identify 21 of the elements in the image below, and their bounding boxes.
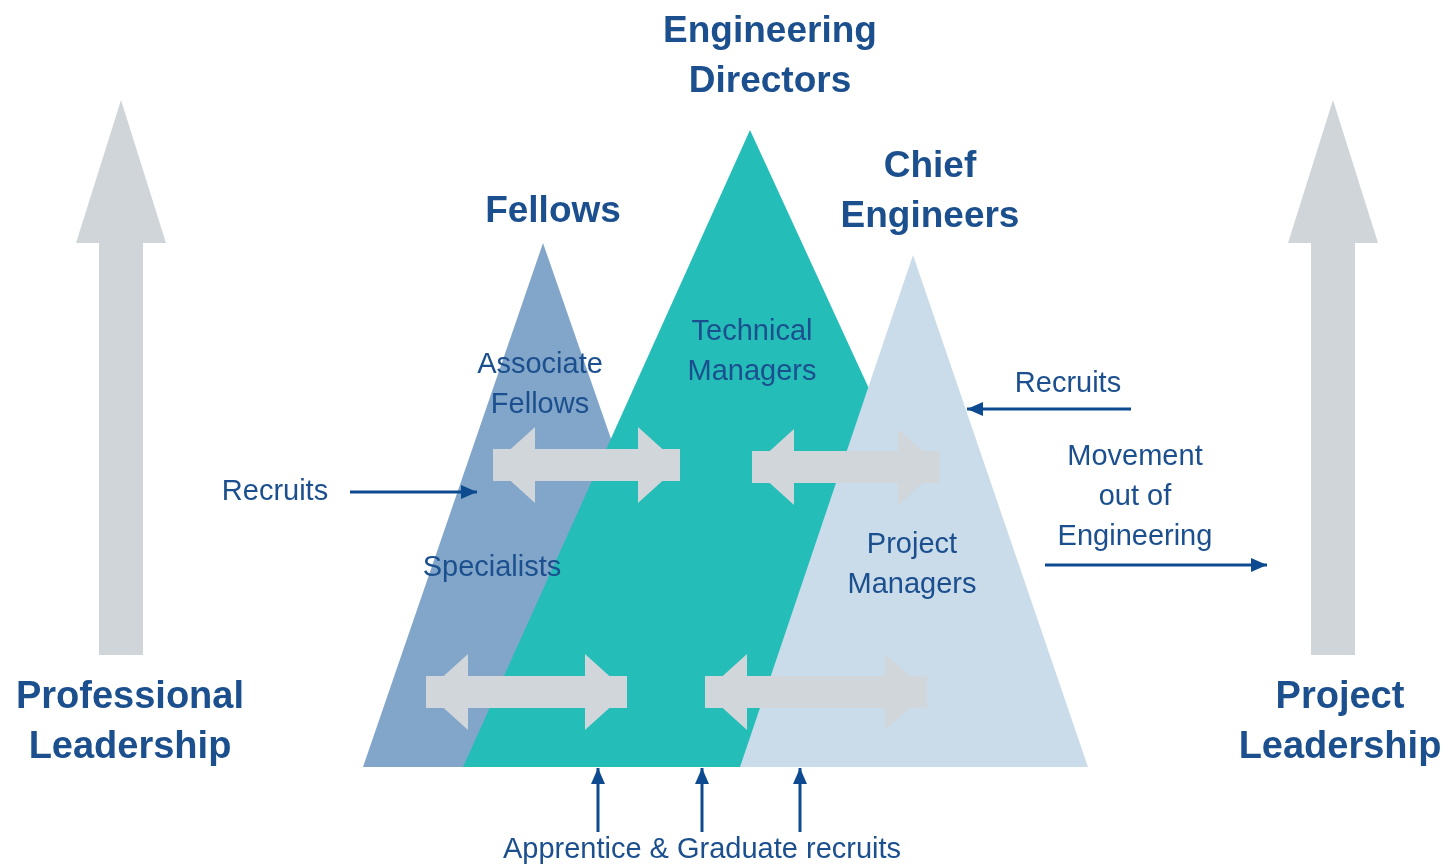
role-label: Technical Managers xyxy=(686,313,818,388)
heading-text: Fellows xyxy=(484,188,622,232)
double-arrow xyxy=(705,654,927,730)
arrow xyxy=(695,768,709,832)
role-label: Project Managers xyxy=(846,526,978,601)
arrow xyxy=(350,485,477,499)
axis-label: Professional Leadership xyxy=(14,673,246,768)
source-label: Recruits xyxy=(1013,365,1123,400)
arrow xyxy=(967,402,1131,416)
heading-text: Chief Engineers xyxy=(839,143,1021,237)
source-label: Recruits xyxy=(220,473,330,508)
axis-label: Project Leadership xyxy=(1237,673,1443,768)
arrow xyxy=(591,768,605,832)
arrow xyxy=(1045,558,1267,572)
arrow xyxy=(793,768,807,832)
double-arrow xyxy=(493,427,680,503)
source-label: Apprentice & Graduate recruits xyxy=(501,831,903,866)
flow-label: Movement out of Engineering xyxy=(1056,438,1214,553)
double-arrow xyxy=(426,654,627,730)
heading-text: Engineering Directors xyxy=(662,8,878,102)
double-arrow xyxy=(752,429,940,505)
